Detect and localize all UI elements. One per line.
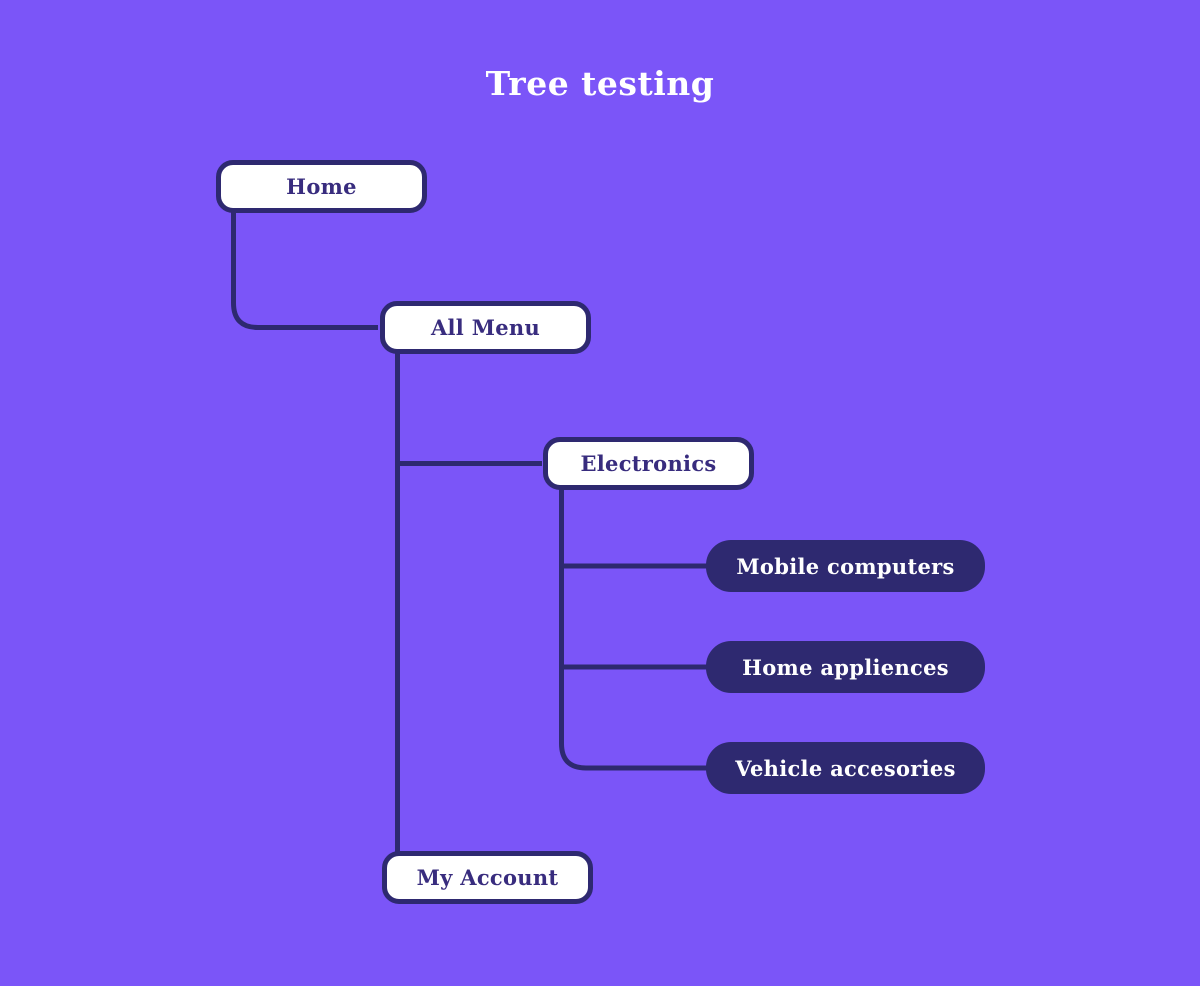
node-label: My Account [416,865,559,890]
diagram-title: Tree testing [485,64,715,103]
node-label: Mobile computers [736,553,955,579]
node-label: Home [286,174,357,199]
node-label: Home appliences [742,654,949,680]
node-mobile-computers[interactable]: Mobile computers [706,540,985,592]
node-home[interactable]: Home [216,160,427,213]
node-my-account[interactable]: My Account [382,851,593,904]
connector-electronics-spine-to-vehicle-accesories [559,488,707,771]
node-all-menu[interactable]: All Menu [380,301,591,354]
node-label: Vehicle accesories [735,755,956,781]
node-electronics[interactable]: Electronics [543,437,754,490]
node-home-appliences[interactable]: Home appliences [706,641,985,693]
node-vehicle-accesories[interactable]: Vehicle accesories [706,742,985,794]
node-label: Electronics [580,451,717,476]
node-label: All Menu [430,315,541,340]
connector-home-to-all-menu [231,211,378,330]
